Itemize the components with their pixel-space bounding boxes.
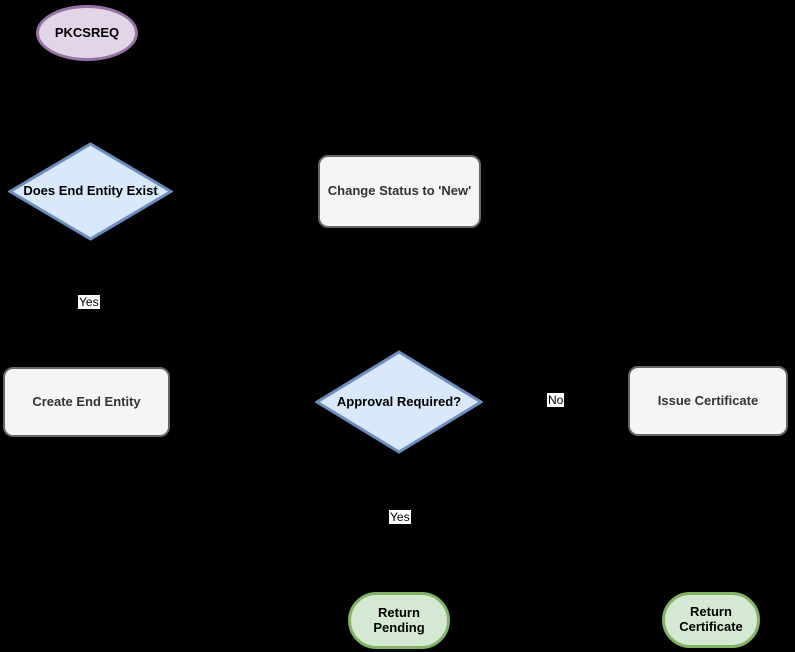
decision-diamond-shape	[8, 142, 173, 241]
start-node-label: PKCSREQ	[54, 24, 120, 40]
edge-label-yes-approval: Yes	[389, 510, 411, 524]
process-node-label: Create End Entity	[32, 393, 141, 409]
decision-node-does-end-entity-exist: Does End Entity Exist	[8, 142, 173, 241]
process-node-label: Change Status to 'New'	[327, 183, 472, 199]
terminator-node-return-certificate: Return Certificate	[662, 592, 760, 648]
edge-label-yes-end-entity: Yes	[78, 295, 100, 309]
terminator-node-return-pending: Return Pending	[348, 592, 450, 649]
process-node-label: Issue Certificate	[657, 392, 759, 408]
process-node-change-status-to-new: Change Status to 'New'	[318, 155, 481, 228]
process-node-issue-certificate: Issue Certificate	[628, 366, 788, 436]
decision-node-label: Approval Required?	[336, 393, 462, 409]
process-node-create-end-entity: Create End Entity	[3, 367, 170, 437]
decision-node-approval-required: Approval Required?	[315, 350, 483, 454]
start-node-pkcsreq: PKCSREQ	[36, 5, 138, 61]
terminator-node-label: Return Certificate	[679, 604, 743, 634]
decision-node-label: Does End Entity Exist	[23, 183, 158, 199]
terminator-node-label: Return Pending	[373, 604, 425, 635]
decision-diamond-shape	[315, 350, 483, 454]
edge-label-no-approval: No	[547, 393, 565, 407]
